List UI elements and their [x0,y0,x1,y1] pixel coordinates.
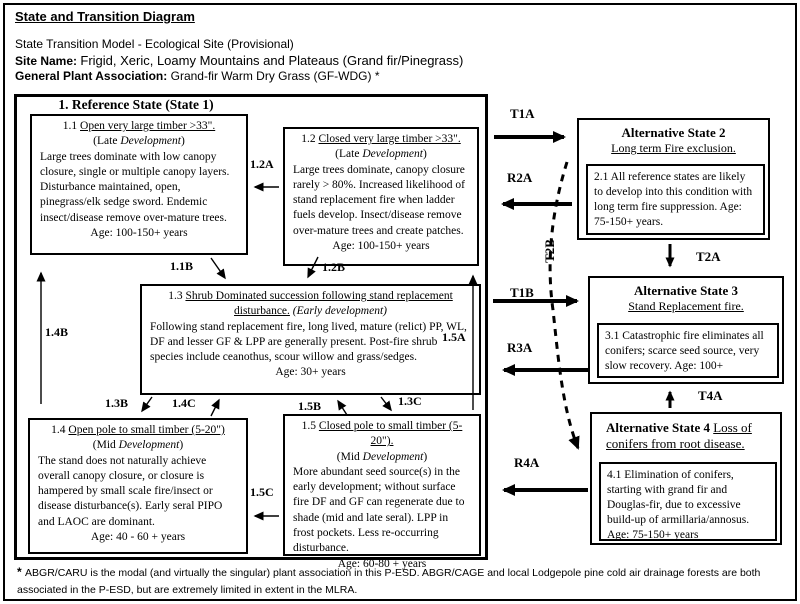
phase-box-1-1: 1.1 Open very large timber >33". (Late D… [30,114,248,255]
page-border [3,3,797,601]
phase-1-2-title: 1.2 Closed very large timber >33". [293,132,469,147]
phase-title-text: Open very large timber >33". [80,120,216,132]
model-line: State Transition Model - Ecological Site… [15,37,294,51]
pathway-label-1-5a: 1.5A [442,330,466,344]
transition-label-r4a: R4A [514,455,540,470]
plant-assoc-value: Grand-fir Warm Dry Grass (GF-WDG) * [170,69,380,83]
pathway-label-1-1b: 1.1B [170,259,194,273]
phase-number: 1.5 [301,420,319,432]
phase-title-text: Shrub Dominated succession following sta… [185,290,453,318]
transition-label-t2b: T2B [541,239,557,263]
pathway-label-1-3b: 1.3B [105,396,129,410]
phase-1-3-body: Following stand replacement fire, long l… [150,320,467,364]
phase-1-2-age: Age: 100-150+ years [332,239,430,252]
phase-1-5-body: More abundant seed source(s) in the earl… [293,465,465,555]
phase-number: 1.3 [168,290,186,302]
alt-state-3-community: 3.1 Catastrophic fire eliminates all con… [597,323,779,378]
phase-1-4-title: 1.4 Open pole to small timber (5-20") [38,423,238,438]
phase-box-1-5: 1.5 Closed pole to small timber (5-20").… [283,414,481,570]
alt-state-4-title: Alternative State 4 Loss of conifers fro… [606,420,752,452]
alt-state-3-title: Alternative State 3 [634,283,738,298]
alt-state-3-subtitle: Stand Replacement fire. [628,299,744,313]
alt-state-4-box: Alternative State 4 Loss of conifers fro… [590,412,782,545]
pathway-label-1-2b: 1.2B [322,260,346,274]
phase-box-1-2: 1.2 Closed very large timber >33". (Late… [283,127,479,266]
phase-1-3-title: 1.3 Shrub Dominated succession following… [150,289,471,320]
pathway-label-1-5c: 1.5C [250,485,274,499]
phase-number: 1.1 [62,120,81,132]
phase-1-3-stage: (Early development) [289,305,387,318]
phase-title-text: Closed pole to small timber (5-20"). [318,420,463,448]
phase-title-text: Open pole to small timber (5-20") [68,424,225,436]
phase-box-1-4: 1.4 Open pole to small timber (5-20") (M… [28,418,248,554]
phase-1-2-body: Large trees dominate, canopy closure rar… [293,163,465,237]
transition-label-t1a: T1A [510,106,535,121]
phase-title-text: Closed very large timber >33". [318,133,461,145]
alt-state-3-box: Alternative State 3 Stand Replacement fi… [588,276,784,384]
phase-1-5-stage: (Mid Development) [336,450,428,463]
phase-1-5-age: Age: 60-80 + years [337,557,427,570]
plant-assoc-line: General Plant Association: Grand-fir War… [15,69,615,83]
phase-1-1-body: Large trees dominate with low canopy clo… [40,150,230,224]
phase-1-3-age: Age: 30+ years [275,366,346,379]
alt-state-2-box: Alternative State 2 Long term Fire exclu… [577,118,770,240]
site-name-label: Site Name: [15,54,78,68]
transition-label-t1b: T1B [510,285,534,300]
phase-box-1-3: 1.3 Shrub Dominated succession following… [140,284,481,395]
pathway-label-1-5b: 1.5B [298,399,322,413]
phase-1-5-title: 1.5 Closed pole to small timber (5-20"). [293,419,471,450]
transition-label-t4a: T4A [698,388,723,403]
site-name-line: Site Name: Frigid, Xeric, Loamy Mountain… [15,53,615,68]
alt-state-2-community: 2.1 All reference states are likely to d… [586,164,765,235]
phase-1-2-stage: (Late Development) [335,148,427,161]
transition-label-r2a: R2A [507,170,533,185]
plant-assoc-label: General Plant Association: [15,69,168,83]
alt-state-2-subtitle: Long term Fire exclusion. [611,141,736,155]
page-title: State and Transition Diagram [15,9,195,24]
phase-1-1-stage: (Late Development) [93,135,185,148]
pathway-label-1-4c: 1.4C [172,396,196,410]
phase-1-4-body: The stand does not naturally achieve ove… [38,454,223,528]
phase-number: 1.4 [51,424,69,436]
header: State and Transition Diagram State Trans… [15,9,615,84]
pathway-label-1-3c: 1.3C [398,394,422,408]
transition-label-t2a: T2A [696,249,721,264]
phase-1-1-age: Age: 100-150+ years [90,226,188,239]
phase-1-1-title: 1.1 Open very large timber >33". [40,119,238,134]
phase-number: 1.2 [301,133,319,145]
alt-state-4-subtitle: Loss of conifers from root disease. [606,420,752,452]
phase-1-4-age: Age: 40 - 60 + years [90,530,186,543]
pathway-label-1-2a: 1.2A [250,157,274,171]
footnote-asterisk: * [17,565,26,579]
footnote-text: ABGR/CARU is the modal (and virtually th… [17,567,761,596]
site-name-value: Frigid, Xeric, Loamy Mountains and Plate… [80,53,464,68]
phase-1-4-stage: (Mid Development) [92,439,184,452]
transition-label-r3a: R3A [507,340,533,355]
footnote: * ABGR/CARU is the modal (and virtually … [17,563,761,598]
alt-state-4-community: 4.1 Elimination of conifers, starting wi… [599,462,777,541]
reference-state-title: 1. Reference State (State 1) [58,97,214,112]
reference-state-box [14,94,488,560]
pathway-label-1-4b: 1.4B [45,325,69,339]
alt-state-2-title: Alternative State 2 [621,125,726,140]
